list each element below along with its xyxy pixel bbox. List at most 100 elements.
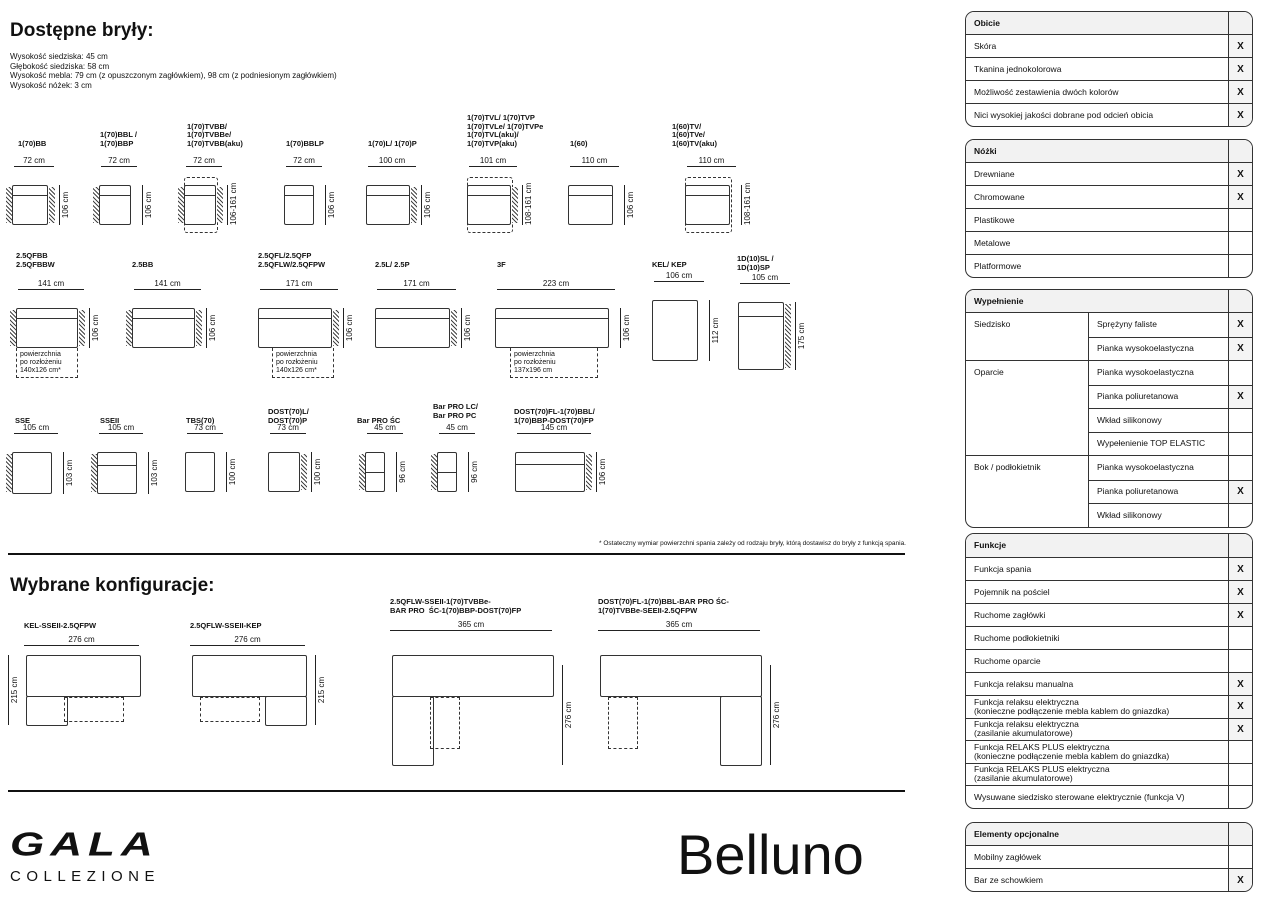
feature-label: Ruchome podłokietniki <box>974 632 1060 643</box>
module-name: 1(70)BB <box>18 138 47 148</box>
module-name: Bar PRO LC/ Bar PRO PC <box>433 402 479 420</box>
availability-mark: X <box>1228 313 1252 337</box>
backrest-line <box>13 186 47 196</box>
module-drawing <box>12 185 48 225</box>
module-name: 2.5L/ 2.5P <box>375 259 410 269</box>
sleeping-area-note: * Ostateczny wymiar powierzchni spania z… <box>599 540 906 547</box>
table-title: Obicie <box>974 17 1000 28</box>
module-width-dim: 72 cm <box>14 156 54 167</box>
module-height-dim: 106 cm <box>343 308 354 348</box>
table-row: Wkład silikonowy <box>1089 408 1252 432</box>
availability-mark <box>1228 140 1252 162</box>
table-row: Funkcja RELAKS PLUS elektryczna (koniecz… <box>966 740 1252 763</box>
module-drawing <box>284 185 314 225</box>
armrest-hatch <box>785 304 791 368</box>
availability-mark: X <box>1228 581 1252 603</box>
specs: Wysokość siedziska: 45 cm Głębokość sied… <box>10 52 337 90</box>
module-name: 1D(10)SL / 1D(10)SP <box>737 254 774 272</box>
config-drawing-leg <box>265 696 307 726</box>
module-width-dim: 110 cm <box>570 156 619 167</box>
config-drawing-leg <box>720 696 762 766</box>
availability-mark: X <box>1228 385 1252 408</box>
module-width-dim: 73 cm <box>187 423 223 434</box>
logo-main: GALA <box>10 826 159 863</box>
feature-label: Funkcja relaksu elektryczna (zasilanie a… <box>974 719 1079 739</box>
armrest-hatch <box>178 187 184 223</box>
table-header: Elementy opcjonalne <box>966 823 1252 845</box>
armrest-hatch <box>91 454 97 492</box>
module-name: DOST(70)L/ DOST(70)P <box>268 407 309 425</box>
feature-label: Plastikowe <box>974 214 1015 225</box>
availability-mark: X <box>1228 480 1252 503</box>
divider <box>8 790 905 792</box>
feature-label: Wkład silikonowy <box>1097 509 1162 520</box>
availability-mark <box>1228 650 1252 672</box>
module-width-dim: 100 cm <box>368 156 416 167</box>
availability-mark: X <box>1228 104 1252 126</box>
table-title: Funkcje <box>974 540 1007 550</box>
spec-leg-height: Wysokość nóżek: 3 cm <box>10 80 92 90</box>
backrest-line <box>366 453 384 473</box>
module-width-dim: 171 cm <box>377 279 456 290</box>
backrest-line <box>133 309 194 319</box>
armrest-hatch <box>451 310 457 346</box>
module-height-dim: 108-161 cm <box>741 182 752 225</box>
availability-mark: X <box>1228 718 1252 740</box>
module-drawing <box>652 300 698 361</box>
config-width-dim: 365 cm <box>390 620 552 631</box>
table-row: Ruchome oparcie <box>966 649 1252 672</box>
backrest-line <box>285 186 313 196</box>
table-header: Wypełnienie <box>966 290 1252 312</box>
armrest-hatch <box>411 187 417 223</box>
module-name: DOST(70)FL-1(70)BBL/ 1(70)BBP-DOST(70)FP <box>514 407 595 425</box>
config-width-dim: 276 cm <box>24 635 139 646</box>
module-drawing <box>99 185 131 225</box>
table-row: Wkład silikonowy <box>1089 503 1252 527</box>
module-width-dim: 101 cm <box>469 156 517 167</box>
availability-mark: X <box>1228 696 1252 718</box>
module-height-dim: 106 cm <box>325 185 336 225</box>
module-name: 3F <box>497 259 506 269</box>
module-name: KEL/ KEP <box>652 259 687 269</box>
armrest-hatch <box>196 310 202 346</box>
spec-seat-depth: Głębokość siedziska: 58 cm <box>10 61 110 71</box>
module-height-dim: 175 cm <box>795 302 806 370</box>
module-width-dim: 45 cm <box>367 423 403 434</box>
feature-label: Chromowane <box>974 191 1025 202</box>
sleeping-area-label: powierzchnia po rozłożeniu 137x196 cm <box>514 351 556 374</box>
availability-mark <box>1228 290 1252 312</box>
module-height-dim: 96 cm <box>396 452 407 492</box>
table-row: Sprężyny faliste X <box>1089 313 1252 337</box>
table-title: Nóżki <box>974 145 997 156</box>
module-width-dim: 141 cm <box>18 279 84 290</box>
backrest-line <box>438 453 456 473</box>
backrest-line <box>468 186 510 196</box>
backrest-line <box>259 309 331 319</box>
module-height-dim: 100 cm <box>226 452 237 492</box>
module-width-dim: 105 cm <box>99 423 143 434</box>
module-name: 1(70)BBL / 1(70)BBP <box>100 130 137 148</box>
config-drawing <box>392 655 554 697</box>
module-name: 1(70)TVBB/ 1(70)TVBBe/ 1(70)TVBB(aku) <box>187 121 243 148</box>
module-width-dim: 45 cm <box>439 423 475 434</box>
feature-label: Ruchome oparcie <box>974 655 1041 666</box>
feature-label: Sprężyny faliste <box>1097 319 1157 330</box>
module-name: 2.5BB <box>132 259 154 269</box>
feature-label: Wysuwane siedzisko sterowane elektryczni… <box>974 791 1185 802</box>
config-height-dim: 276 cm <box>770 665 781 765</box>
module-drawing <box>685 185 730 225</box>
availability-mark <box>1228 456 1252 480</box>
config-drawing <box>192 655 307 697</box>
sleeping-area <box>272 348 334 378</box>
module-width-dim: 171 cm <box>260 279 338 290</box>
availability-mark: X <box>1228 337 1252 360</box>
group-name: Oparcie <box>966 361 1089 455</box>
module-height-dim: 106 cm <box>596 452 607 492</box>
